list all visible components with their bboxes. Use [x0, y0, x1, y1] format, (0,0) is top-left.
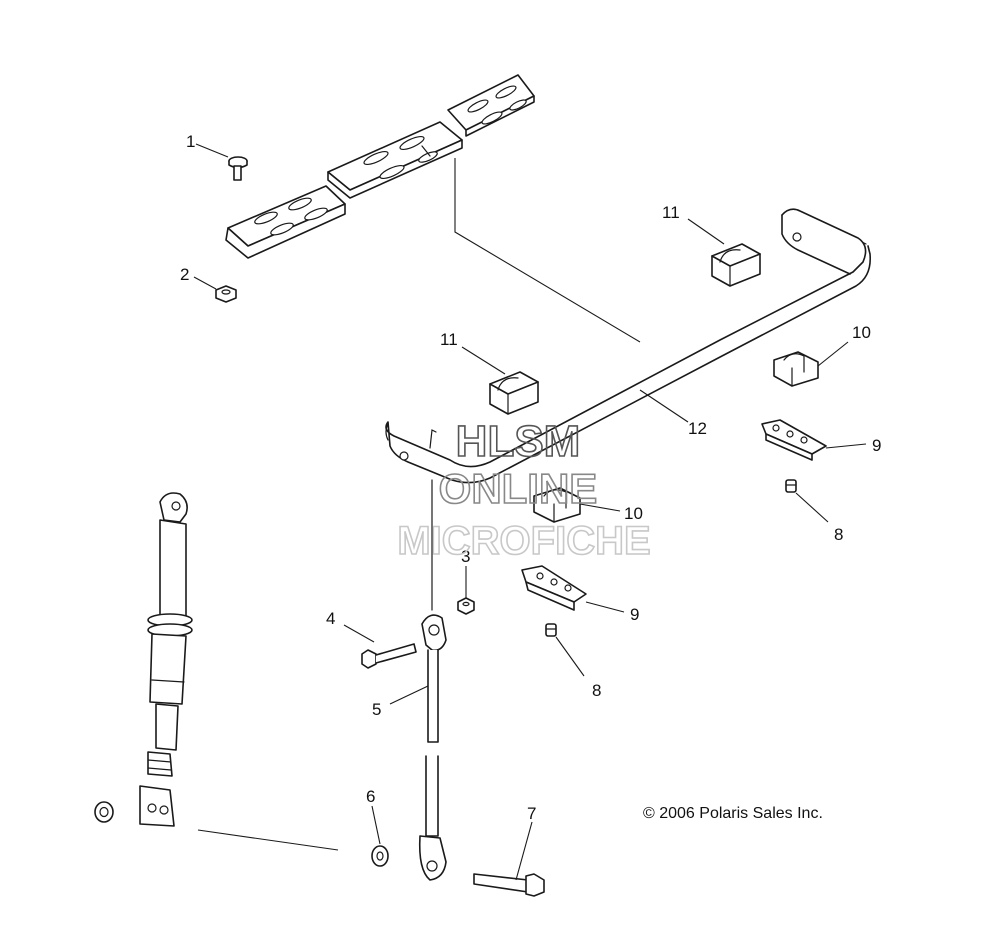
- clamp-part-10-lower: [533, 487, 581, 523]
- nut-part-3: [457, 597, 475, 615]
- callout-8-lower: 8: [592, 681, 601, 700]
- mounting-bracket-rail: [225, 74, 535, 259]
- watermark-line-2: ONLINE: [439, 465, 598, 512]
- bolt-part-4: [361, 643, 417, 669]
- link-rod-part-5: [418, 479, 447, 881]
- nut-left: [94, 801, 114, 823]
- plate-part-9-lower: [521, 565, 587, 611]
- callout-8-upper: 8: [834, 525, 843, 544]
- callout-1: 1: [186, 132, 195, 151]
- callout-11-lower: 11: [440, 330, 458, 349]
- fitting-part-8-upper: [785, 479, 797, 493]
- callout-4: 4: [326, 609, 335, 628]
- callout-10-lower: 10: [624, 504, 643, 523]
- callout-6: 6: [366, 787, 375, 806]
- fitting-part-8-lower: [545, 623, 557, 637]
- callout-3: 3: [461, 547, 470, 566]
- callout-7: 7: [527, 804, 536, 823]
- callout-11-upper: 11: [662, 203, 680, 222]
- callout-9-lower: 9: [630, 605, 639, 624]
- clamp-part-10-upper: [773, 351, 819, 387]
- watermark-line-3: MICROFICHE: [397, 519, 650, 563]
- watermark-line-1: HLSM: [456, 417, 581, 466]
- nut-part-2: [215, 285, 237, 303]
- callout-12: 12: [688, 419, 707, 438]
- bushing-part-11-upper: [711, 243, 761, 287]
- callout-9-upper: 9: [872, 436, 881, 455]
- bushing-part-11-lower: [489, 371, 539, 415]
- callout-5: 5: [372, 700, 381, 719]
- stabilizer-bar-part-12: [385, 208, 872, 484]
- callout-2: 2: [180, 265, 189, 284]
- shock-absorber: [139, 492, 193, 827]
- screw-part-1: [228, 156, 248, 181]
- callout-labels: 1 2 3 4 5 6 7 8 8 9 9 10 10 11 11 12: [180, 132, 881, 823]
- plate-part-9-upper: [761, 419, 827, 461]
- callout-10-upper: 10: [852, 323, 871, 342]
- bolt-part-7: [473, 873, 545, 897]
- watermark: HLSM ONLINE MICROFICHE: [397, 416, 652, 564]
- washer-part-6: [371, 845, 389, 867]
- copyright-text: © 2006 Polaris Sales Inc.: [643, 805, 823, 822]
